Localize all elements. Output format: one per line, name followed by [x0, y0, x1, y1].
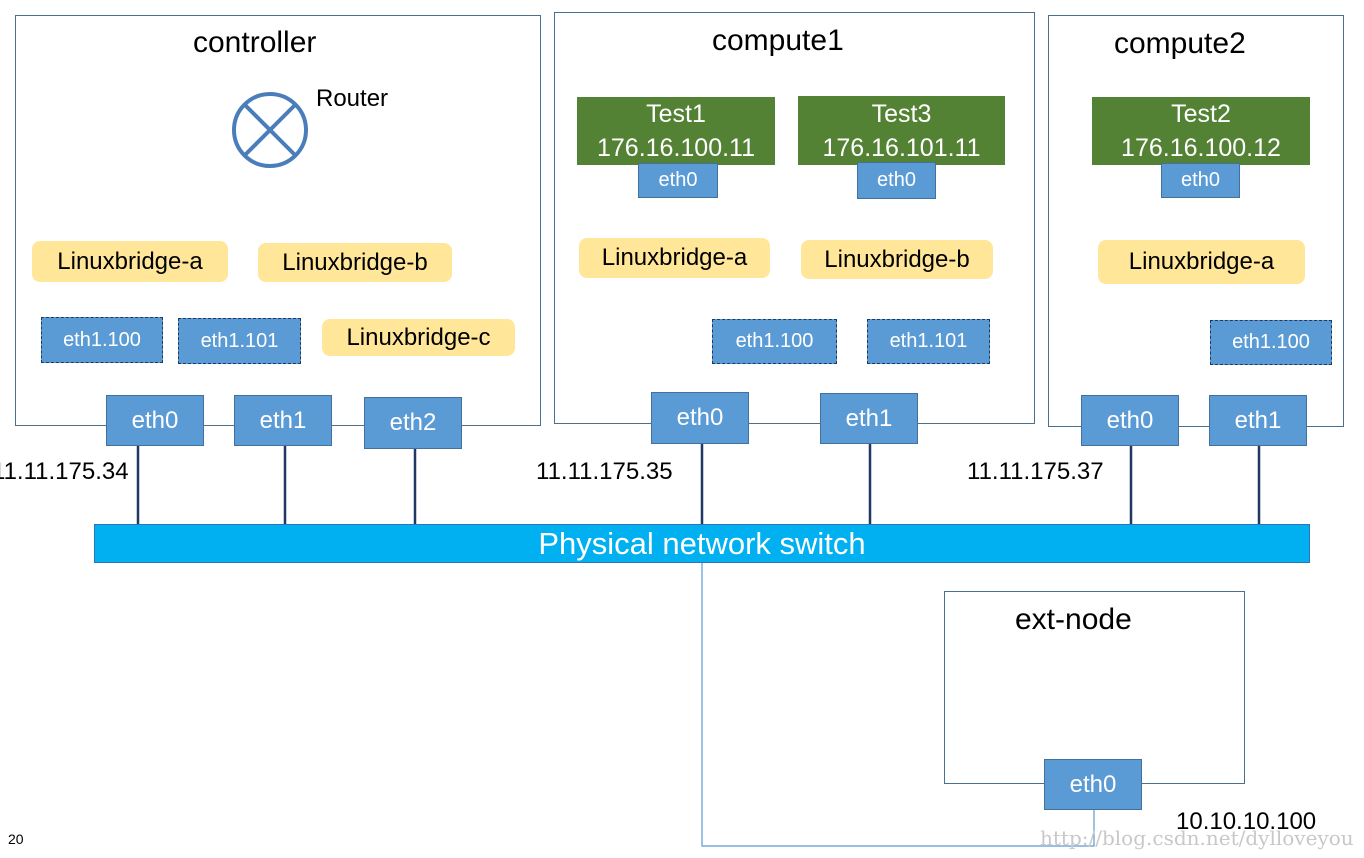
wire-switch-ext-node — [701, 562, 1095, 847]
page-number: 20 — [8, 831, 24, 847]
router-cross-icon — [232, 92, 308, 168]
controller-eth0: eth0 — [106, 395, 204, 446]
compute2-eth1: eth1 — [1209, 395, 1307, 446]
vm-name: Test1 — [646, 100, 706, 128]
compute1-vlan-101: eth1.101 — [867, 319, 990, 364]
compute1-bridge-a: Linuxbridge-a — [579, 238, 770, 278]
compute2-node — [1048, 15, 1344, 427]
controller-eth2: eth2 — [364, 397, 462, 449]
compute2-eth0: eth0 — [1081, 395, 1179, 446]
compute1-bridge-b: Linuxbridge-b — [801, 240, 993, 279]
router-label: Router — [316, 85, 389, 112]
compute2-title: compute2 — [1114, 27, 1246, 60]
compute1-test1-eth0: eth0 — [638, 163, 718, 198]
ext-node-title: ext-node — [1015, 603, 1132, 636]
ext-node — [944, 591, 1245, 784]
compute2-test2-eth0: eth0 — [1161, 163, 1240, 198]
controller-bridge-a: Linuxbridge-a — [32, 241, 228, 282]
controller-bridge-b: Linuxbridge-b — [258, 243, 452, 282]
compute2-vm-test2: Test2 176.16.100.12 — [1092, 97, 1310, 165]
compute1-vm-test1: Test1 176.16.100.11 — [577, 97, 775, 165]
compute1-eth0: eth0 — [651, 392, 749, 444]
compute2-ip: 11.11.175.37 — [967, 458, 1104, 485]
controller-vlan-100: eth1.100 — [41, 317, 163, 363]
vm-name: Test2 — [1171, 100, 1231, 128]
compute1-title: compute1 — [712, 24, 844, 57]
compute1-vlan-100: eth1.100 — [712, 319, 837, 364]
watermark: http://blog.csdn.net/dylloveyou — [1040, 826, 1354, 850]
controller-ip: 11.11.175.34 — [0, 458, 129, 485]
controller-node — [15, 15, 541, 426]
controller-title: controller — [193, 26, 317, 59]
ext-node-eth0: eth0 — [1044, 759, 1142, 810]
vm-ip: 176.16.101.11 — [822, 133, 981, 162]
compute2-bridge-a: Linuxbridge-a — [1098, 240, 1305, 284]
physical-network-switch: Physical network switch — [94, 524, 1310, 563]
compute1-vm-test3: Test3 176.16.101.11 — [798, 96, 1005, 165]
vm-ip: 176.16.100.11 — [596, 134, 756, 162]
vm-ip: 176.16.100.12 — [1121, 134, 1281, 162]
controller-vlan-101: eth1.101 — [178, 318, 301, 364]
compute1-eth1: eth1 — [820, 393, 918, 444]
compute1-test3-eth0: eth0 — [857, 162, 936, 199]
vm-name: Test3 — [871, 99, 932, 128]
compute2-vlan-100: eth1.100 — [1210, 320, 1332, 365]
controller-eth1: eth1 — [234, 395, 332, 446]
ext-node-ip: 10.10.10.100 — [1176, 808, 1317, 835]
compute1-ip: 11.11.175.35 — [536, 458, 673, 485]
controller-bridge-c: Linuxbridge-c — [322, 319, 515, 356]
